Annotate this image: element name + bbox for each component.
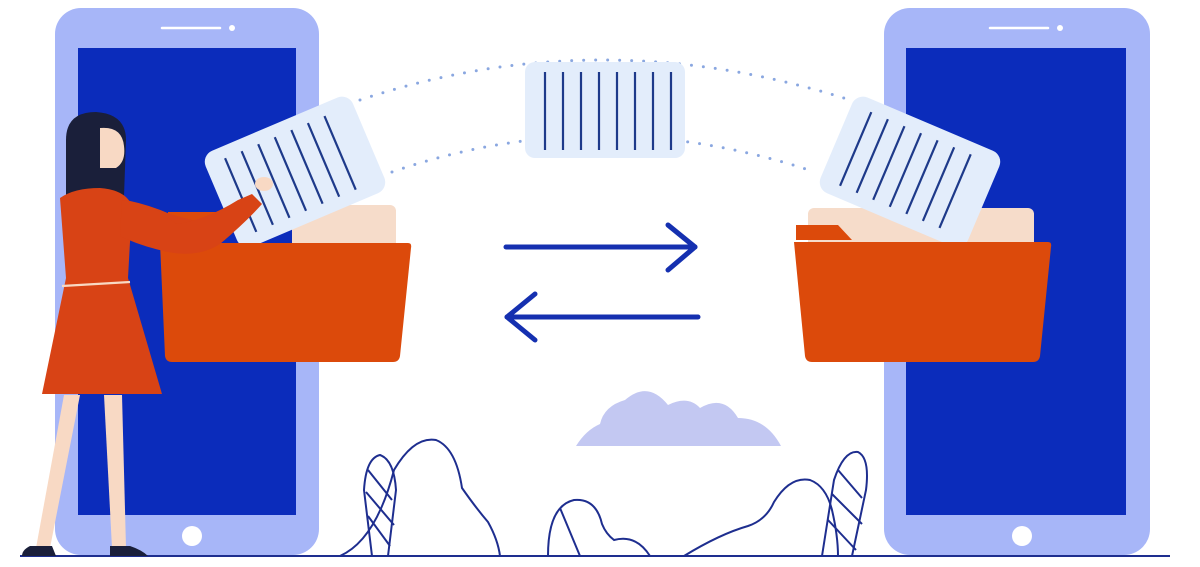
- plants: [339, 438, 868, 557]
- right-phone-camera: [1057, 25, 1063, 31]
- center-document-lines: [543, 72, 673, 150]
- right-document-icon: [819, 96, 1001, 248]
- plant-left-hill: [339, 438, 501, 557]
- plant-right-leaf: [821, 450, 868, 557]
- right-folder-icon: [794, 96, 1052, 362]
- arrow-right-icon: [503, 222, 698, 273]
- left-folder-icon: [160, 96, 412, 362]
- plant-left-leaf: [362, 453, 398, 557]
- left-phone-camera: [229, 25, 235, 31]
- woman-figure: [22, 112, 273, 556]
- center-document-icon: [525, 62, 685, 158]
- arrow-left-icon: [504, 291, 701, 343]
- right-phone-home-button: [1012, 526, 1032, 546]
- plant-middle-bush: [547, 498, 651, 557]
- transfer-arc-bottom: [390, 134, 817, 174]
- left-phone-home-button: [182, 526, 202, 546]
- cloud-icon: [576, 391, 781, 446]
- transfer-path: [358, 58, 852, 174]
- plant-right-hill: [683, 478, 839, 557]
